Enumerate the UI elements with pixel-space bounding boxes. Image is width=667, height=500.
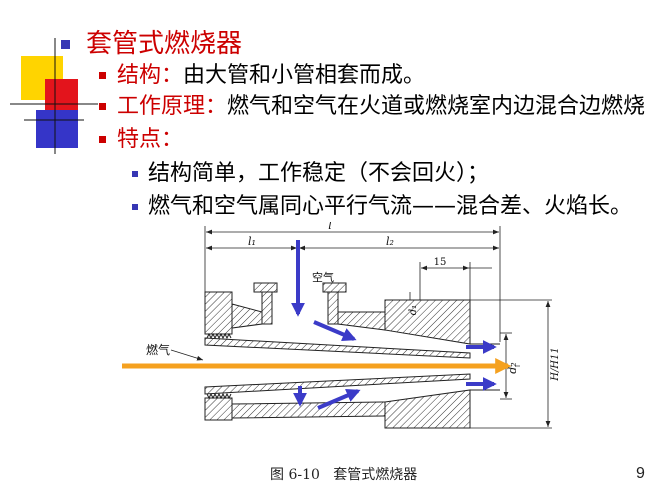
point-working-principle: 工作原理：燃气和空气在火道或燃烧室内边混合边燃烧 xyxy=(117,94,645,120)
page-number: 9 xyxy=(636,465,645,482)
burner-drawing: l l₁ l₂ 15 d₁ d₂ H/H11 空气 燃气 xyxy=(122,222,561,429)
air-flow-arrow-lower xyxy=(317,388,361,410)
feature-item: 结构简单，工作稳定（不会回火）； xyxy=(148,161,490,186)
feature-bullet-icon xyxy=(132,204,138,210)
slide-decoration xyxy=(10,38,98,154)
point-text: 燃气和空气在火道或燃烧室内边混合边燃烧 xyxy=(227,94,646,119)
dim-label-l1: l₁ xyxy=(248,235,256,248)
point-bullet-icon xyxy=(99,72,106,79)
air-flow-arrow-upper xyxy=(313,320,357,342)
dim-label-d2: d₂ xyxy=(506,362,519,373)
figure-caption: 图 6-10 套管式燃烧器 xyxy=(270,467,418,483)
point-features: 特点： xyxy=(117,127,183,153)
dim-label-d1: d₁ xyxy=(408,305,419,315)
point-bullet-icon xyxy=(99,103,106,110)
feature-item: 燃气和空气属同心平行气流——混合差、火焰长。 xyxy=(148,194,633,219)
gas-label: 燃气 xyxy=(146,342,170,357)
air-inlet-neck xyxy=(253,282,347,325)
gas-tube xyxy=(204,337,471,395)
decor-blue-square xyxy=(36,110,78,148)
point-bullet-icon xyxy=(99,136,106,143)
dim-label-l: l xyxy=(328,222,332,232)
point-label: 结构： xyxy=(117,63,184,88)
air-flow-arrows xyxy=(291,240,497,410)
dim-label-l2: l₂ xyxy=(386,235,394,248)
title-bullet-icon xyxy=(61,40,70,49)
left-flange xyxy=(204,291,233,421)
point-structure: 结构：由大管和小管相套而成。 xyxy=(117,63,425,89)
gas-leader-line xyxy=(170,349,204,361)
point-label: 特点： xyxy=(117,127,184,152)
decor-red-square xyxy=(45,79,78,111)
feature-bullet-icon xyxy=(132,171,138,177)
air-label: 空气 xyxy=(312,270,334,284)
dim-label-15: 15 xyxy=(434,257,447,268)
point-text: 由大管和小管相套而成。 xyxy=(183,63,426,88)
dim-label-h: H/H11 xyxy=(550,347,561,382)
slide-title: 套管式燃烧器 xyxy=(86,29,243,59)
point-label: 工作原理： xyxy=(117,94,228,119)
